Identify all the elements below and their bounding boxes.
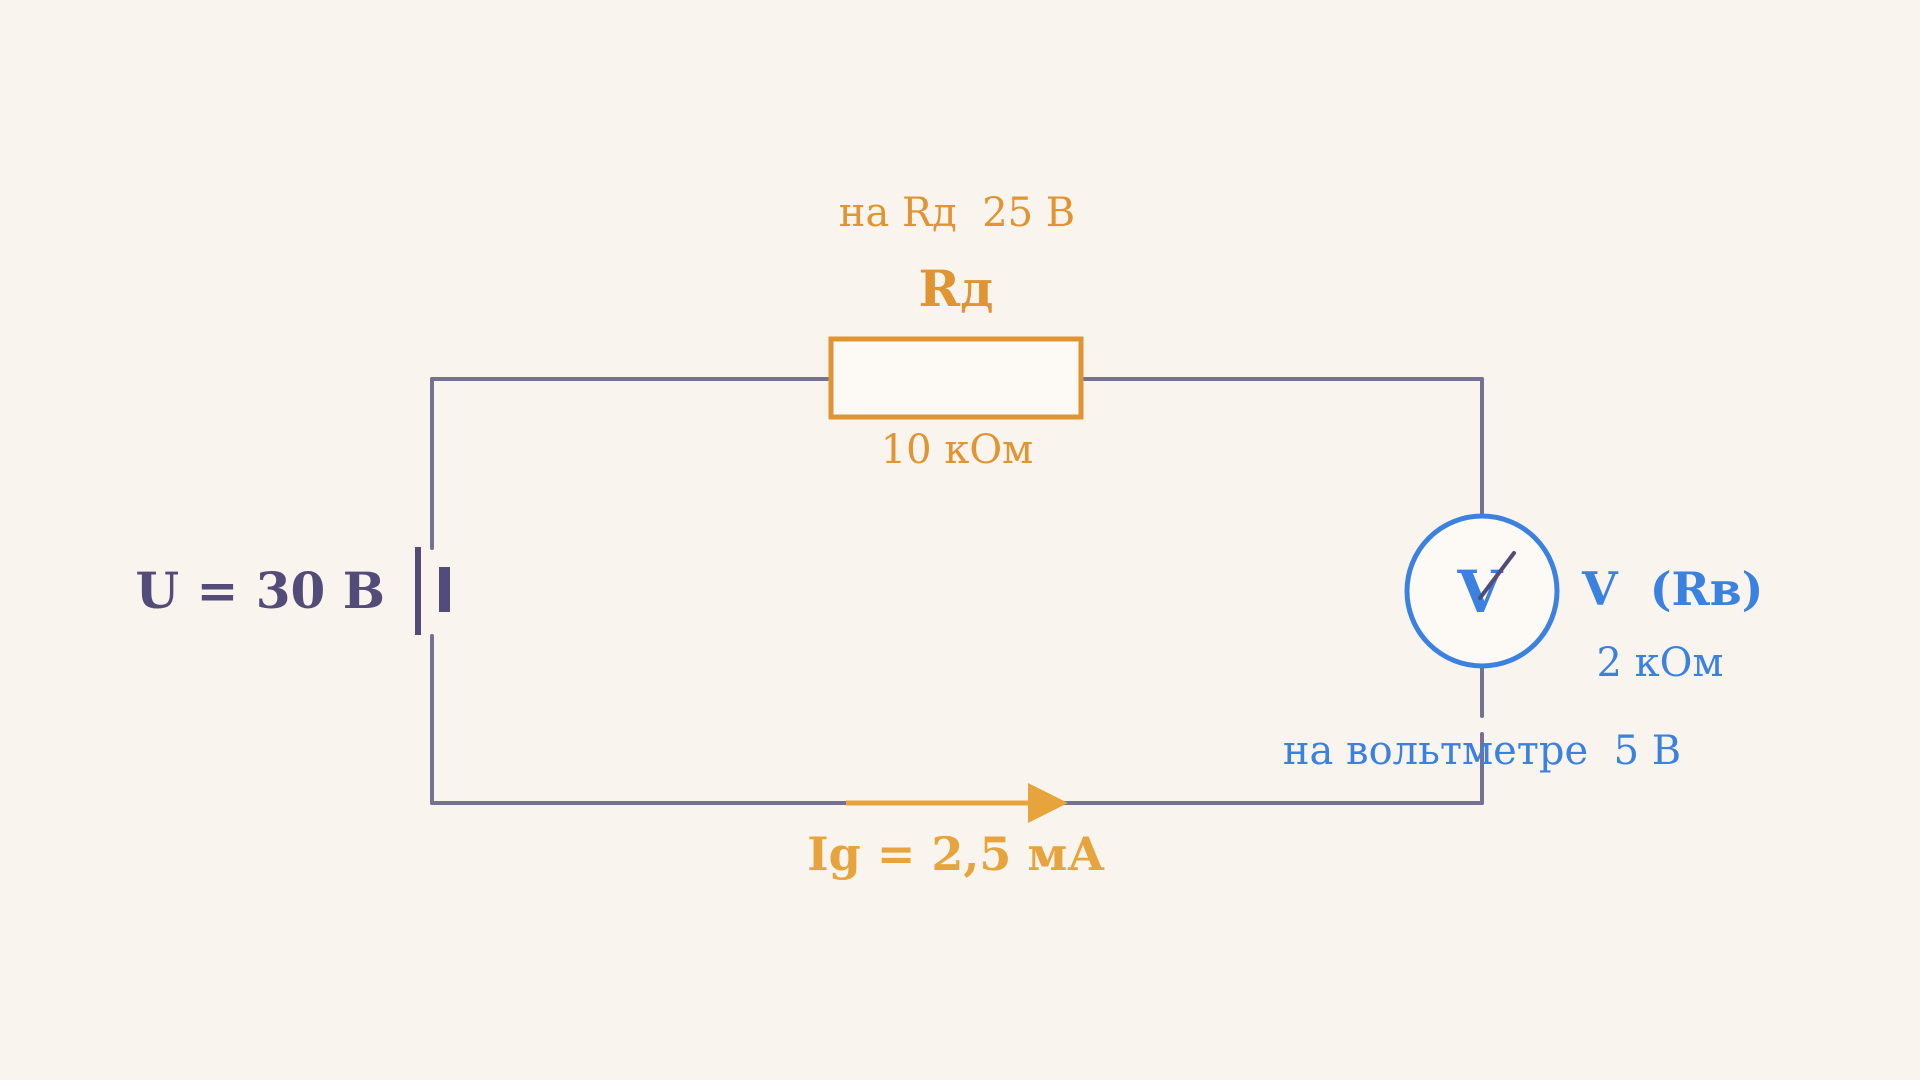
current-arrow-head <box>1028 783 1068 823</box>
voltmeter-name: V (Rв) <box>1581 562 1763 616</box>
voltmeter-voltage-note: на вольтметре 5 В <box>1283 728 1681 774</box>
resistor-voltage-note: на Rд 25 В <box>839 190 1075 236</box>
resistor-name: Rд <box>919 259 994 318</box>
current-arrow-icon <box>846 783 1068 823</box>
battery-long-plate <box>415 547 421 635</box>
voltmeter-needle-icon <box>1478 551 1516 600</box>
battery <box>415 547 450 635</box>
voltmeter-value: 2 кОм <box>1596 640 1723 686</box>
battery-short-plate <box>439 567 450 612</box>
resistor-value: 10 кОм <box>881 427 1034 473</box>
voltmeter-symbol: V <box>1456 558 1503 626</box>
resistor-body <box>828 336 1084 420</box>
source-voltage-label: U = 30 В <box>135 561 385 620</box>
current-label: Ig = 2,5 мА <box>807 827 1105 881</box>
voltmeter: V <box>1404 513 1560 669</box>
resistor <box>828 336 1084 420</box>
voltmeter-body <box>1404 513 1560 669</box>
